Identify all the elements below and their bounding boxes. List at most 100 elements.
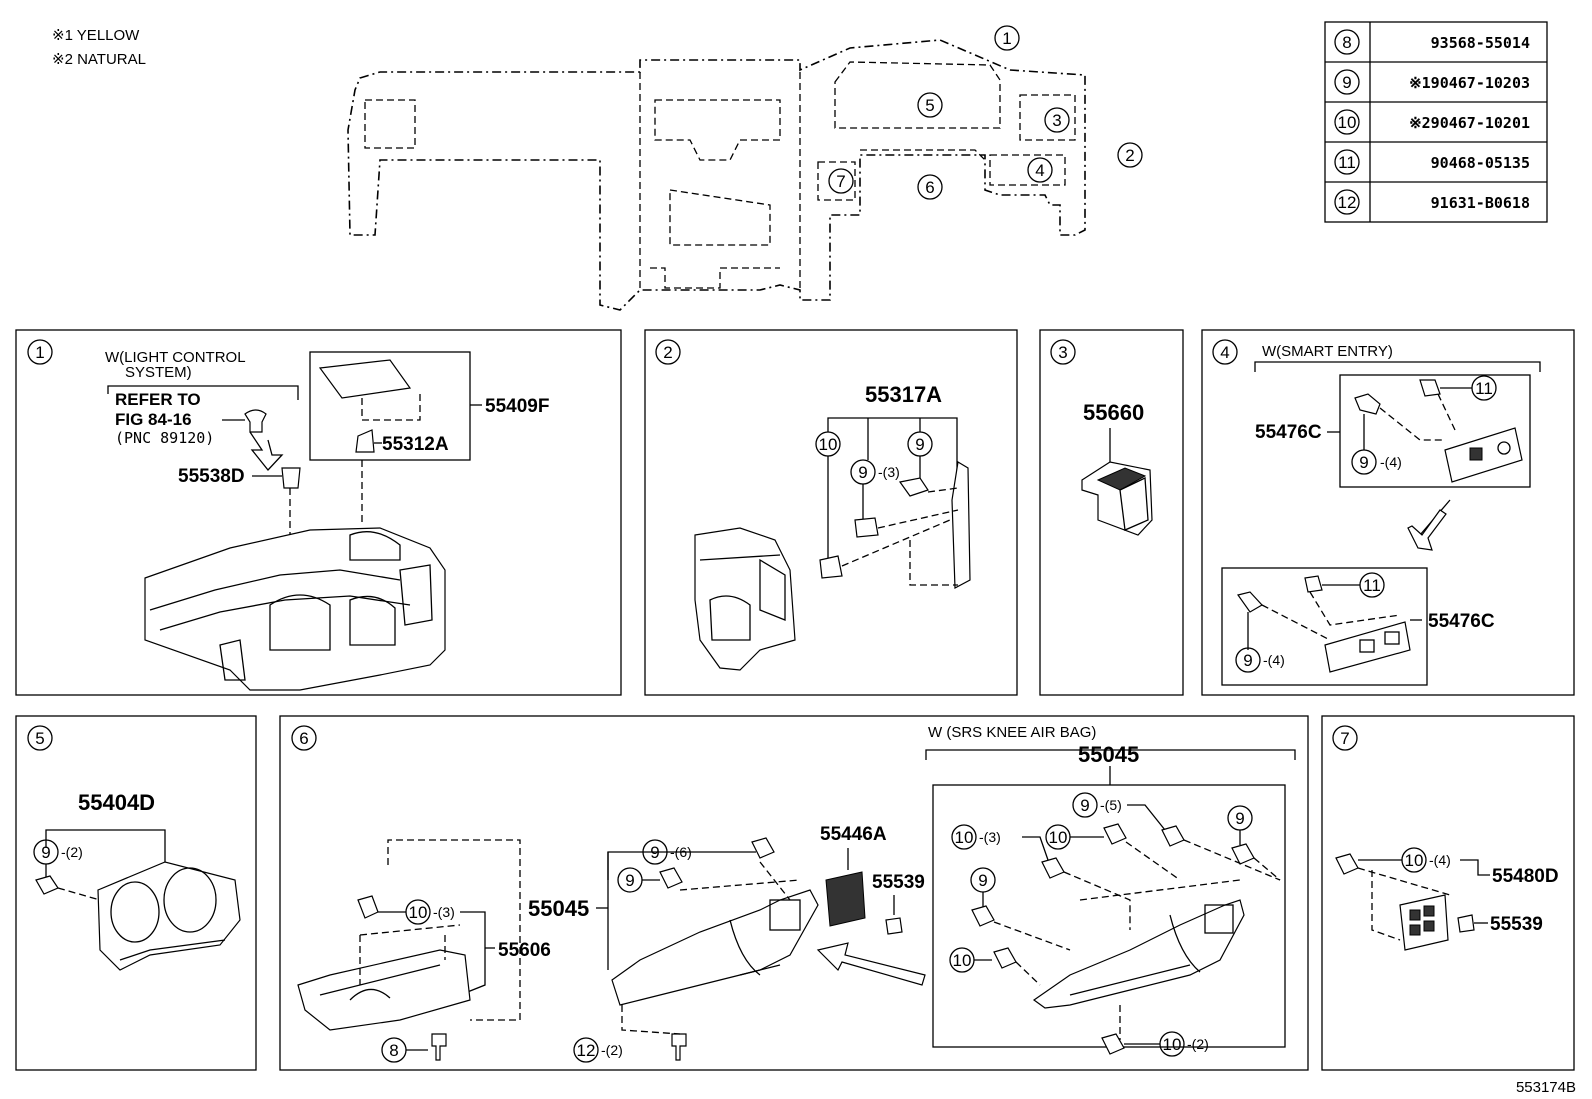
callout-8: 8: [389, 1041, 398, 1060]
refer-to: REFER TO: [115, 390, 201, 409]
pn-55476C-bottom: 55476C: [1428, 611, 1495, 632]
table-row: 9 ※190467-10203: [1334, 69, 1530, 95]
callout-7: 7: [836, 172, 845, 191]
panel-5-id: 5: [35, 729, 44, 748]
table-row: 12 91631-B0618: [1334, 189, 1530, 215]
overview-callouts: 1 2 3 4 5 6 7: [828, 25, 1143, 200]
callout-11: 11: [1363, 576, 1381, 595]
pn-55480D: 55480D: [1492, 866, 1559, 887]
callout-9: 9: [858, 463, 867, 482]
callout-9: 9: [650, 843, 659, 862]
callout-4: 4: [1035, 161, 1044, 180]
quantity: -(2): [61, 844, 83, 860]
quantity: -(4): [1380, 454, 1402, 470]
condition-smart-entry: W(SMART ENTRY): [1262, 343, 1393, 360]
panel-7: 7 10 -(4) 55480D 55539: [1321, 715, 1575, 1071]
condition-srs-knee-air-bag: W (SRS KNEE AIR BAG): [928, 724, 1096, 741]
callout-10: 10: [409, 903, 428, 922]
table-part-number: ※190467-10203: [1409, 74, 1530, 92]
callout-10: 10: [1163, 1035, 1182, 1054]
table-part-number: 93568-55014: [1431, 34, 1530, 52]
table-callout: 11: [1338, 153, 1356, 172]
pn-55045-lower: 55045: [528, 896, 589, 921]
table-callout: 12: [1338, 193, 1357, 212]
quantity: -(5): [1100, 797, 1122, 813]
table-callout: 8: [1342, 33, 1351, 52]
callout-2: 2: [1125, 146, 1134, 165]
pn-55317A: 55317A: [865, 382, 942, 407]
panel-6: 6 10 -(3) 55606 8 9 -(6) 9 55045: [279, 715, 1309, 1071]
pn-55045-knee: 55045: [1078, 742, 1139, 767]
callout-5: 5: [925, 96, 934, 115]
table-part-number: ※290467-10201: [1409, 114, 1530, 132]
callout-10: 10: [953, 951, 972, 970]
panel-1: 1 W(LIGHT CONTROL SYSTEM) REFER TO FIG 8…: [15, 329, 622, 696]
callout-9: 9: [1235, 809, 1244, 828]
panel-3: 3 55660: [1039, 329, 1184, 696]
callout-9: 9: [1080, 796, 1089, 815]
fastener-table: 8 93568-55014 9 ※190467-10203 10 ※290467…: [1324, 21, 1548, 223]
dashboard-side-illustration: [694, 527, 796, 671]
pn-55606: 55606: [498, 940, 551, 961]
refer-fig: FIG 84-16: [115, 410, 192, 429]
pn-55476C-top: 55476C: [1255, 422, 1322, 443]
quantity: -(3): [878, 464, 900, 480]
condition-light-control-2: SYSTEM): [125, 364, 192, 381]
callout-11: 11: [1475, 379, 1493, 398]
pn-55539: 55539: [872, 872, 925, 893]
table-part-number: 90468-05135: [1431, 154, 1530, 172]
quantity: -(4): [1429, 852, 1451, 868]
callout-10: 10: [819, 435, 838, 454]
note-natural: ※2 NATURAL: [52, 51, 146, 68]
dashboard-frame-illustration: [144, 527, 446, 691]
panel-1-id: 1: [35, 343, 44, 362]
quantity: -(4): [1263, 652, 1285, 668]
pn-55409F: 55409F: [485, 396, 549, 417]
panel-5: 5 55404D 9 -(2): [15, 715, 257, 1071]
callout-9: 9: [978, 871, 987, 890]
callout-10: 10: [955, 828, 974, 847]
callout-12: 12: [577, 1041, 596, 1060]
callout-9: 9: [1243, 651, 1252, 670]
quantity: -(2): [1187, 1036, 1209, 1052]
quantity: -(2): [601, 1042, 623, 1058]
callout-10: 10: [1405, 851, 1424, 870]
pn-55312A: 55312A: [382, 434, 449, 455]
callout-9: 9: [41, 843, 50, 862]
pn-55539-b: 55539: [1490, 914, 1543, 935]
pn-55404D: 55404D: [78, 790, 155, 815]
callout-9: 9: [625, 871, 634, 890]
panel-2: 2 55317A 10 9 9 -(3): [644, 329, 1018, 696]
panel-4: 4 W(SMART ENTRY) 55476C 11 9 -(4) 11 9 -…: [1201, 329, 1575, 696]
callout-9: 9: [1359, 453, 1368, 472]
table-part-number: 91631-B0618: [1431, 194, 1530, 212]
pn-55660: 55660: [1083, 400, 1144, 425]
table-row: 10 ※290467-10201: [1334, 109, 1530, 135]
table-row: 11 90468-05135: [1334, 149, 1530, 175]
pn-55446A: 55446A: [820, 824, 887, 845]
callout-10: 10: [1049, 828, 1068, 847]
panel-4-id: 4: [1220, 343, 1229, 362]
table-callout: 9: [1342, 73, 1351, 92]
table-callout: 10: [1338, 113, 1357, 132]
refer-pnc: (PNC 89120): [115, 429, 214, 447]
pn-55538D: 55538D: [178, 466, 245, 487]
dashboard-overview: [347, 39, 1086, 311]
callout-6: 6: [925, 178, 934, 197]
table-row: 8 93568-55014: [1334, 29, 1530, 55]
condition-light-control: W(LIGHT CONTROL: [105, 349, 246, 366]
panel-3-id: 3: [1058, 343, 1067, 362]
panel-7-id: 7: [1340, 729, 1349, 748]
panel-6-id: 6: [299, 729, 308, 748]
callout-3: 3: [1052, 111, 1061, 130]
quantity: -(3): [433, 904, 455, 920]
callout-1: 1: [1002, 29, 1011, 48]
callout-9: 9: [915, 435, 924, 454]
note-yellow: ※1 YELLOW: [52, 27, 140, 44]
quantity: -(6): [670, 844, 692, 860]
panel-2-id: 2: [663, 343, 672, 362]
drawing-number: 553174B: [1516, 1079, 1576, 1096]
quantity: -(3): [979, 829, 1001, 845]
